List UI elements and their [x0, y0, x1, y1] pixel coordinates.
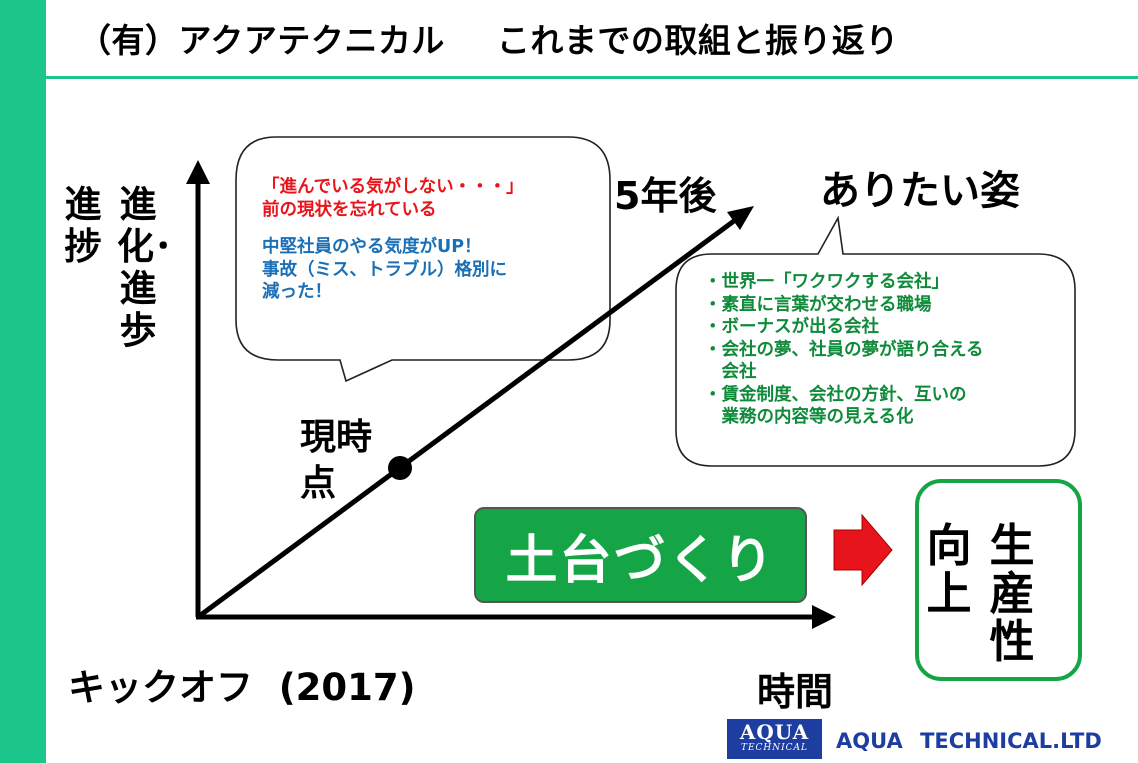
- logo-sub-text: TECHNICAL: [740, 743, 809, 753]
- past-speech-bubble: [235, 136, 611, 383]
- past-bubble-blue-line: 事故（ミス、トラブル）格別に: [262, 259, 507, 280]
- goal-bubble-text: ・世界一「ワクワクする会社」 ・素直に言葉が交わせる職場 ・ボーナスが出る会社 …: [704, 271, 983, 429]
- goal-bubble-line: ・世界一「ワクワクする会社」: [704, 272, 949, 292]
- y-axis-arrowhead: [186, 160, 210, 184]
- result-left-column: 向上: [926, 519, 972, 620]
- goal-title-label: ありたい姿: [820, 168, 1020, 214]
- kickoff-year: (2017): [278, 666, 416, 709]
- foundation-box: 土台づくり: [474, 507, 807, 603]
- kickoff-text: キックオフ: [68, 666, 253, 709]
- title-company: （有）アクアテクニカル: [78, 21, 445, 60]
- result-right-column: 生産性: [989, 519, 1035, 668]
- past-bubble-blue-line: 中堅社員のやる気度がUP！: [262, 237, 482, 257]
- y-axis-label-inner: 進化･進歩: [117, 183, 173, 352]
- progress-line: [196, 215, 740, 620]
- goal-bubble-line: ・ボーナスが出る会社: [704, 317, 879, 337]
- goal-bubble-line: ・素直に言葉が交わせる職場: [704, 294, 932, 315]
- past-bubble-red-line: 「進んでいる気がしない・・・」: [262, 177, 524, 197]
- logo-main-text: AQUA: [739, 720, 810, 744]
- progress-line-arrowhead: [727, 206, 754, 230]
- title-underline: [46, 76, 1138, 79]
- goal-bubble-line: ・賃金制度、会社の方針、互いの: [704, 384, 967, 405]
- slide-title: （有）アクアテクニカル これまでの取組と振り返り: [78, 14, 899, 62]
- productivity-box: [915, 479, 1082, 681]
- red-arrow: [833, 513, 893, 587]
- left-accent-bar: [0, 0, 46, 763]
- kickoff-label: キックオフ (2017): [68, 657, 416, 711]
- x-axis-label: 時間: [757, 670, 834, 714]
- goal-bubble-line: 会社: [704, 362, 757, 382]
- goal-bubble-line: ・会社の夢、社員の夢が語り合える: [704, 339, 984, 360]
- goal-speech-bubble: [675, 215, 1076, 467]
- company-logo: AQUA TECHNICAL: [727, 719, 822, 759]
- past-bubble-red-line: 前の現状を忘れている: [262, 199, 437, 220]
- company-name: AQUA TECHNICAL.LTD: [836, 729, 1102, 753]
- past-bubble-blue-line: 減った！: [262, 282, 332, 302]
- y-axis-label-outer: 進捗: [64, 183, 102, 268]
- past-bubble-text: 「進んでいる気がしない・・・」 前の現状を忘れている 中堅社員のやる気度がUP！…: [262, 176, 524, 304]
- current-point-label: 現時点: [300, 417, 373, 504]
- goal-bubble-line: 業務の内容等の見える化: [704, 407, 914, 427]
- x-axis-arrowhead: [812, 605, 836, 629]
- goal-time-label: 5年後: [614, 174, 717, 218]
- current-point-dot: [388, 456, 412, 480]
- title-subject: これまでの取組と振り返り: [496, 21, 899, 60]
